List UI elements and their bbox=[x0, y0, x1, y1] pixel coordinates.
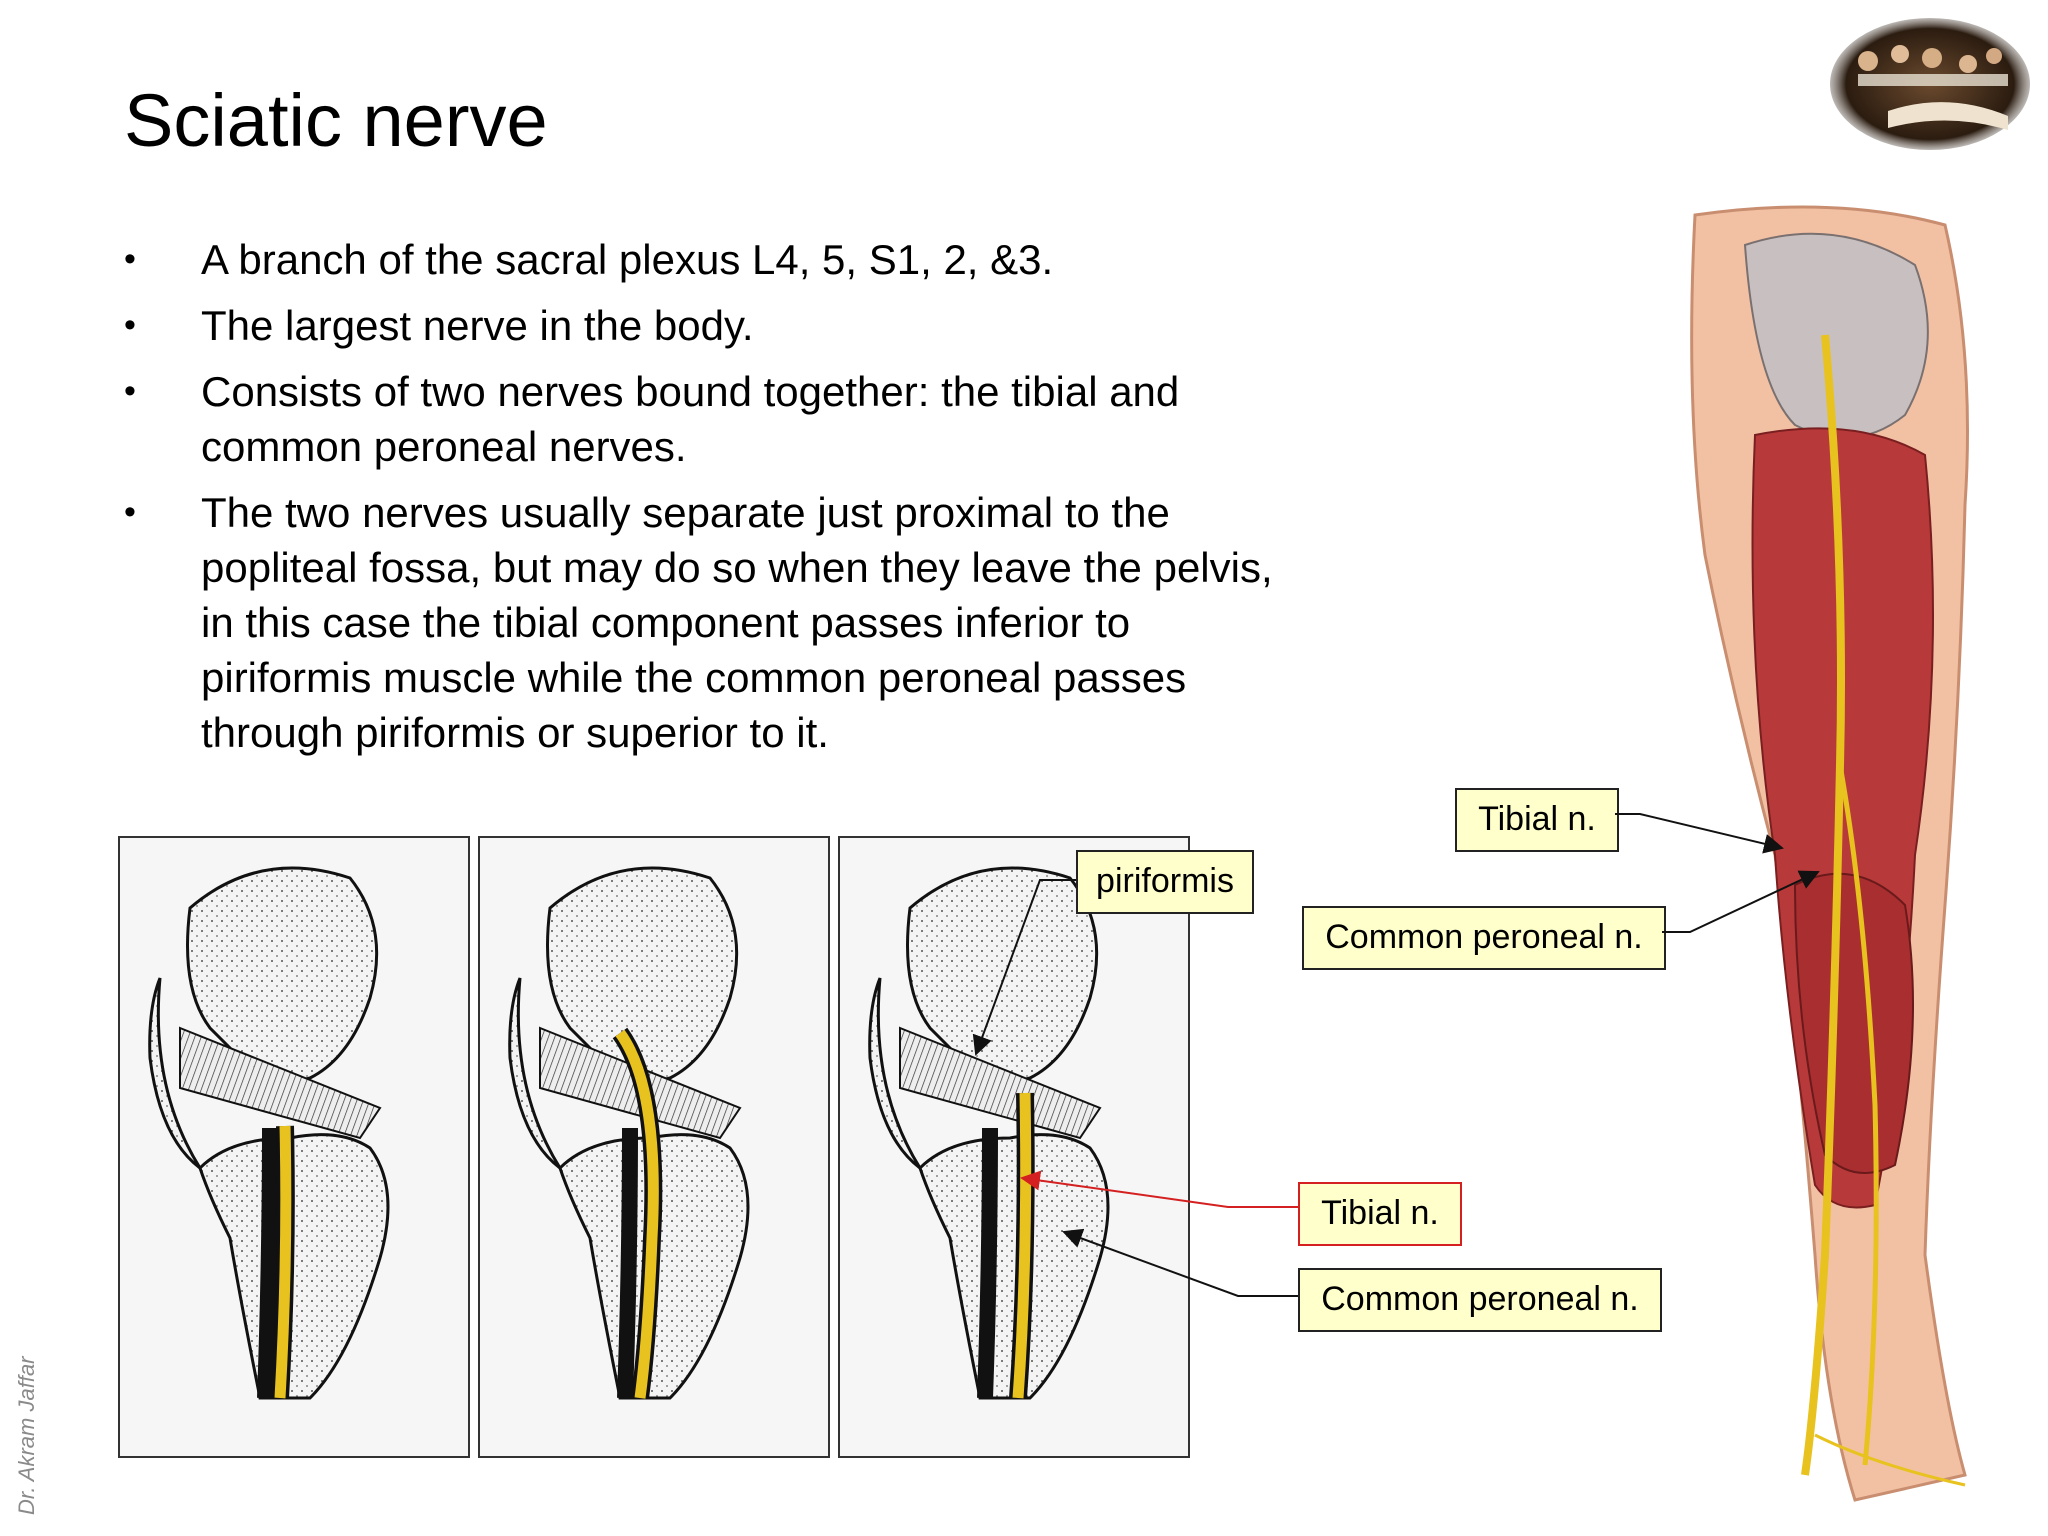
pelvis-illustration-1 bbox=[148, 866, 390, 1400]
bullet-text: The two nerves usually separate just pro… bbox=[201, 489, 1273, 756]
posterior-leg-dissection-illustration bbox=[1690, 205, 1969, 1502]
common-peroneal-nerve-label-right: Common peroneal n. bbox=[1302, 906, 1666, 970]
pelvis-illustration-2 bbox=[508, 866, 750, 1400]
slide-title: Sciatic nerve bbox=[124, 79, 548, 162]
bullet-marker: • bbox=[124, 240, 136, 278]
tibial-nerve-label-left: Tibial n. bbox=[1298, 1182, 1462, 1246]
pelvis-figure-panel-3 bbox=[838, 836, 1190, 1458]
bullet-item: • The two nerves usually separate just pr… bbox=[124, 485, 1274, 760]
bullet-item: • A branch of the sacral plexus L4, 5, S1… bbox=[124, 232, 1274, 287]
bullet-item: • The largest nerve in the body. bbox=[124, 298, 1274, 353]
author-watermark: Dr. Akram Jaffar bbox=[14, 1356, 39, 1515]
bullet-marker: • bbox=[124, 372, 136, 410]
piriformis-label: piriformis bbox=[1076, 850, 1254, 914]
bullet-list: • A branch of the sacral plexus L4, 5, S1… bbox=[124, 232, 1274, 771]
bullet-text: A branch of the sacral plexus L4, 5, S1,… bbox=[201, 236, 1054, 283]
bullet-text: The largest nerve in the body. bbox=[201, 302, 754, 349]
pelvis-figure-panel-1 bbox=[118, 836, 470, 1458]
bullet-item: • Consists of two nerves bound together: … bbox=[124, 364, 1274, 474]
bullet-marker: • bbox=[124, 493, 136, 531]
common-peroneal-nerve-label-left: Common peroneal n. bbox=[1298, 1268, 1662, 1332]
bullet-marker: • bbox=[124, 306, 136, 344]
bullet-text: Consists of two nerves bound together: t… bbox=[201, 368, 1180, 470]
pelvis-figure-panel-2 bbox=[478, 836, 830, 1458]
tibial-nerve-label-right: Tibial n. bbox=[1455, 788, 1619, 852]
pelvis-illustration-3 bbox=[868, 866, 1110, 1400]
anatomy-lesson-painting-thumbnail bbox=[1830, 18, 2030, 150]
